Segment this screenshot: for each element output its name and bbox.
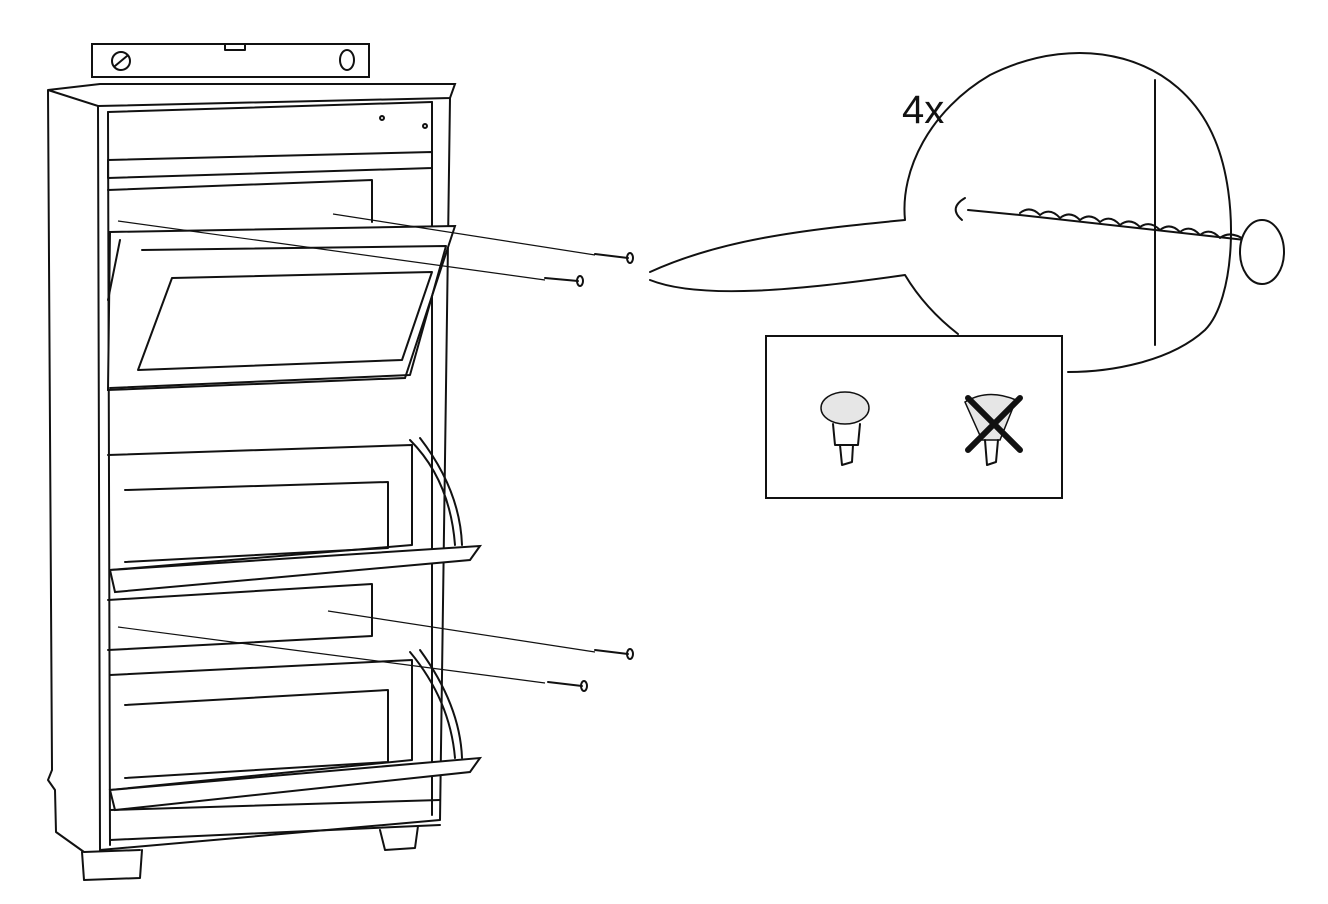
spirit-level-icon: [91, 43, 370, 78]
screw-icon: [544, 252, 634, 692]
screw-legend: [765, 335, 1063, 499]
screw-head-flush-icon: [820, 391, 870, 466]
quantity-label: 4x: [902, 88, 945, 132]
detail-callout: [649, 51, 1285, 373]
screw-head-overdriven-icon: [964, 393, 1023, 466]
shoe-cabinet: [47, 83, 483, 881]
screw-guides: [117, 213, 596, 684]
